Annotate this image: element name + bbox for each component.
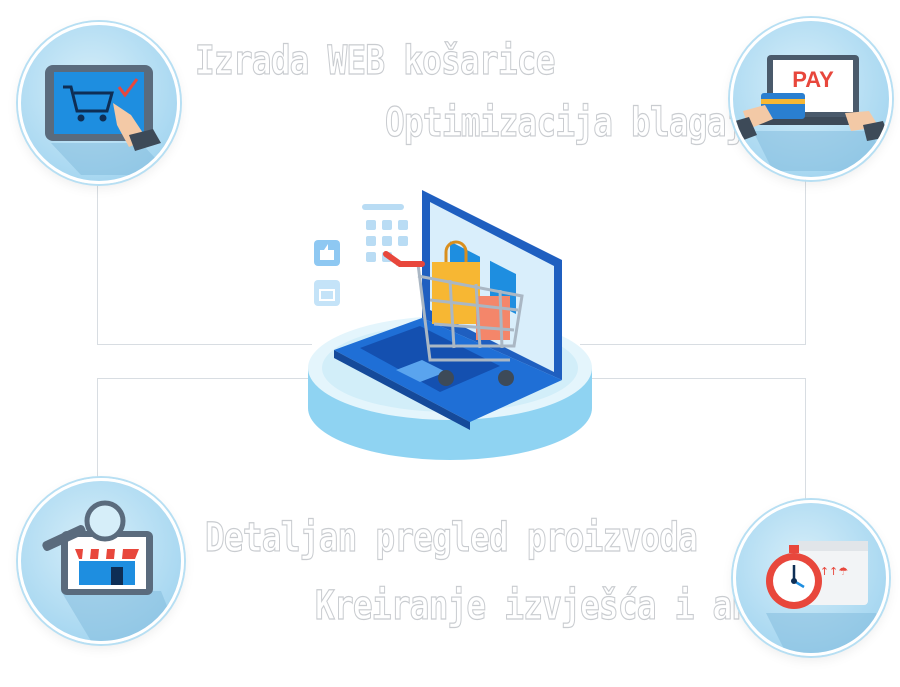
feature-checkout-text: Optimizacija blagajne: [385, 99, 784, 146]
reports-feature-circle: ↑↑☂: [733, 500, 889, 656]
feature-review-text: Detaljan pregled proizvoda: [205, 514, 699, 561]
review-feature-circle: [18, 478, 184, 644]
connector-top-right-v: [805, 172, 806, 344]
connector-top-right-h: [580, 344, 806, 345]
connector-bottom-left-v: [97, 378, 98, 478]
connector-bottom-right-h: [580, 378, 806, 379]
connector-bottom-right-v: [805, 378, 806, 500]
shop-search-icon: [42, 500, 181, 641]
cart-feature-circle: [18, 22, 180, 184]
feature-cart-text: Izrada WEB košarice: [195, 37, 556, 84]
pay-label: PAY: [792, 67, 834, 92]
pay-laptop-icon: PAY: [735, 55, 889, 171]
svg-text:↑↑☂: ↑↑☂: [820, 565, 848, 578]
checkout-feature-circle: PAY: [730, 18, 892, 180]
laptop-cart-illustration: [300, 180, 600, 470]
stopwatch-box-icon: ↑↑☂: [766, 541, 886, 653]
tablet-cart-icon: [45, 65, 171, 175]
connector-bottom-left-h: [97, 378, 312, 379]
connector-top-left-h: [97, 344, 312, 345]
connector-top-left-v: [97, 185, 98, 345]
